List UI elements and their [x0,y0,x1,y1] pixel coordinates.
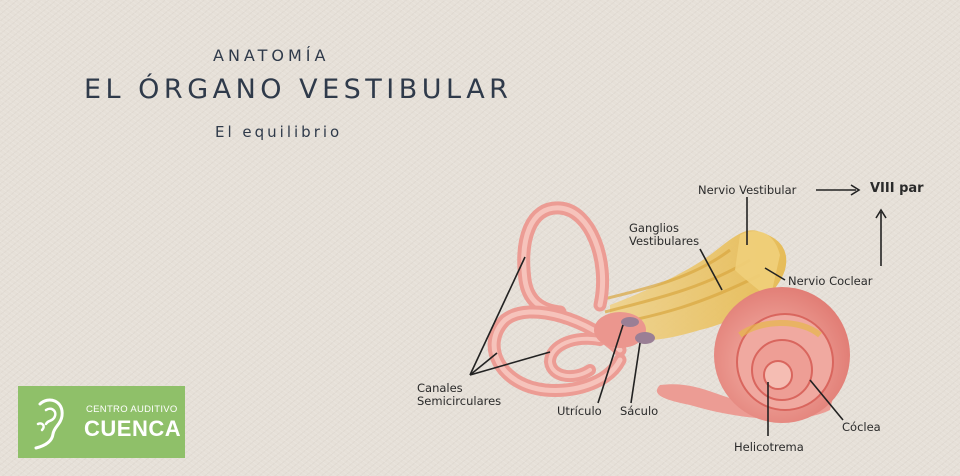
label-saculo: Sáculo [620,404,659,418]
utricle-shape [621,317,639,327]
label-ganglios-line1: Ganglios [629,221,679,235]
saccule-shape [635,332,655,344]
logo-line1: CENTRO AUDITIVO [86,404,178,415]
subtitle: El equilibrio [215,123,343,141]
label-viii-par: VIII par [870,181,924,196]
label-nervio-coclear: Nervio Coclear [788,274,873,288]
label-canales-line2: Semicirculares [417,394,502,408]
label-coclea: Cóclea [842,420,881,434]
semicircular-canals [487,201,627,397]
logo-line2: CUENCA [84,416,182,441]
label-nervio-vestibular: Nervio Vestibular [698,183,797,197]
label-helicotrema: Helicotrema [734,440,804,454]
ear-icon [34,398,64,450]
brand-logo: CENTRO AUDITIVO CUENCA [18,386,185,458]
label-ganglios-line2: Vestibulares [629,234,700,248]
label-canales-line1: Canales [417,381,463,395]
leader-lines [469,184,887,436]
label-utriculo: Utrículo [557,404,602,418]
vestibule [594,312,646,348]
kicker: ANATOMÍA [213,46,330,65]
page-title: EL ÓRGANO VESTIBULAR [84,74,513,105]
cochlea [656,287,850,423]
